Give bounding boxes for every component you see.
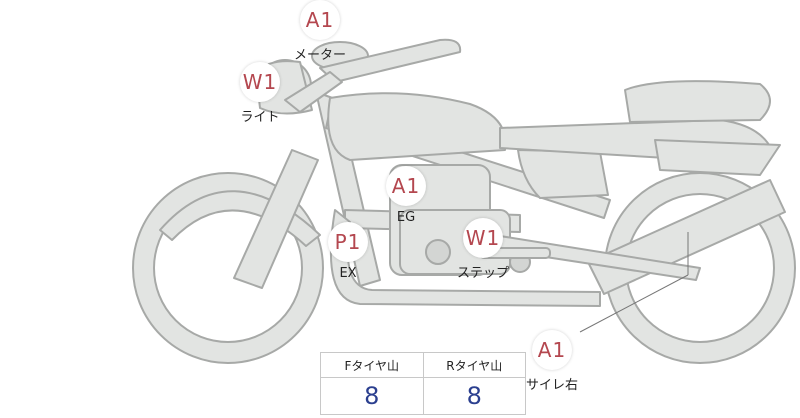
marker-code: P1 xyxy=(328,222,368,262)
side-cover xyxy=(517,149,609,199)
marker-label: サイレ右 xyxy=(525,378,579,393)
marker-code: A1 xyxy=(532,330,572,370)
marker-silencer-right[interactable]: A1 サイレ右 xyxy=(526,330,578,393)
marker-label: EX xyxy=(339,266,357,281)
marker-label: ライト xyxy=(240,110,280,125)
marker-code: A1 xyxy=(300,0,340,40)
front-fork xyxy=(233,149,319,289)
rear-tire-header: Rタイヤ山 xyxy=(422,352,526,378)
rear-fender xyxy=(654,139,781,176)
front-tire-header: Fタイヤ山 xyxy=(320,352,424,378)
marker-engine[interactable]: A1 EG xyxy=(384,166,428,225)
fuel-tank xyxy=(327,92,507,161)
marker-label: EG xyxy=(396,210,416,225)
marker-code: W1 xyxy=(240,62,280,102)
rear-tire-value: 8 xyxy=(422,377,526,415)
marker-label: ステップ xyxy=(456,266,510,281)
marker-light[interactable]: W1 ライト xyxy=(238,62,282,125)
handlebar xyxy=(319,38,462,83)
front-tire-value: 8 xyxy=(320,377,424,415)
marker-label: メーター xyxy=(293,48,347,63)
tire-tread-table: Fタイヤ山 Rタイヤ山 8 8 xyxy=(320,352,526,415)
marker-code: A1 xyxy=(386,166,426,206)
marker-meter[interactable]: A1 メーター xyxy=(294,0,346,63)
marker-step[interactable]: W1 ステップ xyxy=(457,218,509,281)
marker-exhaust[interactable]: P1 EX xyxy=(326,222,370,281)
marker-code: W1 xyxy=(463,218,503,258)
